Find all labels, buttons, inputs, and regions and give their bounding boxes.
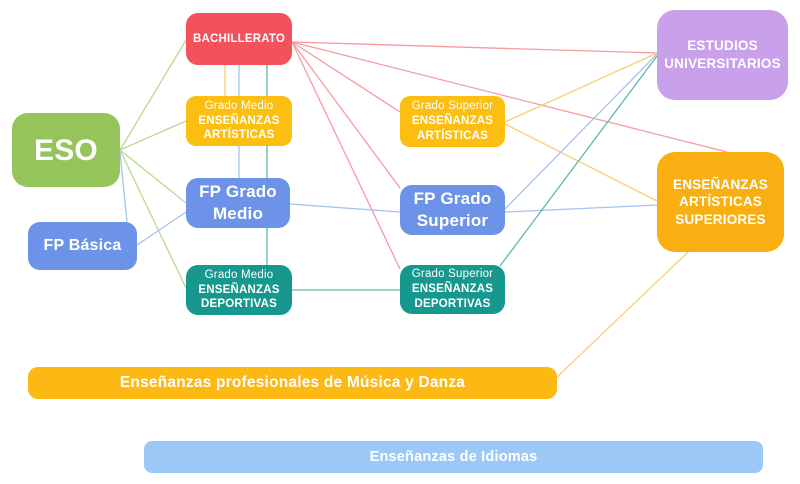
node-fp-grado-medio-label-line-1: FP Grado xyxy=(199,181,277,201)
node-gs-deportivas-subtitle: Grado Superior xyxy=(411,268,494,281)
edge-eso--bachillerato xyxy=(119,39,187,151)
node-gs-artisticas-label-line-1: ENSEÑANZAS xyxy=(411,115,494,128)
node-estudios-universitarios-label-line-2: UNIVERSITARIOS xyxy=(664,56,781,71)
node-fp-grado-superior-label-line-2: Superior xyxy=(416,211,489,230)
edge-bachillerato--gs-artisticas xyxy=(291,41,401,113)
edge-bachillerato--ensenanzas-artisticas-superiores xyxy=(291,41,728,153)
node-eso-label-line-1: ESO xyxy=(34,133,98,167)
node-gm-deportivas-label-line-1: ENSEÑANZAS xyxy=(198,283,280,296)
edge-musica-danza--ensenanzas-artisticas-superiores xyxy=(555,251,689,379)
node-idiomas-label-line-1: Enseñanzas de Idiomas xyxy=(369,448,538,465)
node-estudios-universitarios-label-line-1: ESTUDIOS xyxy=(687,38,758,54)
node-ensenanzas-artisticas-superiores-label-line-3: SUPERIORES xyxy=(675,211,766,227)
edge-gs-artisticas--ensenanzas-artisticas-superiores xyxy=(504,123,658,202)
node-gs-deportivas-label-line-2: DEPORTIVAS xyxy=(414,297,491,310)
node-fp-grado-superior-label-line-1: FP Grado xyxy=(413,188,492,208)
node-gm-artisticas-subtitle: Grado Medio xyxy=(204,99,274,112)
node-gs-artisticas-label-line-2: ARTÍSTICAS xyxy=(417,129,488,142)
node-eso: ESO xyxy=(12,113,120,187)
node-musica-danza: Enseñanzas profesionales de Música y Dan… xyxy=(28,367,557,399)
edge-eso--gm-deportivas xyxy=(119,149,187,289)
node-fp-grado-medio-label-line-2: Medio xyxy=(212,204,264,223)
node-gs-deportivas-label-line-1: ENSEÑANZAS xyxy=(411,283,494,296)
node-ensenanzas-artisticas-superiores-label-line-2: ARTÍSTICAS xyxy=(679,194,762,210)
edge-gs-deportivas--estudios-universitarios xyxy=(499,55,658,267)
node-gs-artisticas-subtitle: Grado Superior xyxy=(411,100,494,113)
edge-eso--fp-grado-medio xyxy=(119,149,187,204)
edge-fp-grado-superior--estudios-universitarios xyxy=(504,53,658,210)
edge-fp-grado-medio--fp-grado-superior xyxy=(289,203,401,213)
node-bachillerato-label-line-1: BACHILLERATO xyxy=(192,32,286,45)
edge-fp-basica--fp-grado-medio xyxy=(136,211,187,246)
node-idiomas: Enseñanzas de Idiomas xyxy=(144,441,763,473)
edge-gs-artisticas--estudios-universitarios xyxy=(504,52,658,123)
node-gm-artisticas-label-line-1: ENSEÑANZAS xyxy=(198,114,280,127)
node-ensenanzas-artisticas-superiores-label-line-1: ENSEÑANZAS xyxy=(672,176,768,192)
edge-bachillerato--gs-deportivas xyxy=(291,41,401,270)
node-gm-artisticas-label-line-2: ARTÍSTICAS xyxy=(203,129,275,142)
node-bachillerato: BACHILLERATO xyxy=(186,13,292,65)
node-musica-danza-label-line-1: Enseñanzas profesionales de Música y Dan… xyxy=(119,373,466,391)
edge-bachillerato--fp-grado-superior xyxy=(291,41,401,189)
node-fp-basica-label-line-1: FP Básica xyxy=(43,236,122,254)
node-gm-deportivas-subtitle: Grado Medio xyxy=(204,268,274,281)
node-estudios-universitarios: ESTUDIOS UNIVERSITARIOS xyxy=(657,10,788,100)
edge-bachillerato--estudios-universitarios xyxy=(291,41,658,54)
edge-eso--fp-basica xyxy=(119,151,128,223)
node-fp-basica: FP Básica xyxy=(28,222,137,270)
node-gm-deportivas-label-line-2: DEPORTIVAS xyxy=(201,298,277,311)
edge-fp-grado-superior--ensenanzas-artisticas-superiores xyxy=(504,204,658,213)
edge-eso--gm-artisticas xyxy=(119,120,187,151)
